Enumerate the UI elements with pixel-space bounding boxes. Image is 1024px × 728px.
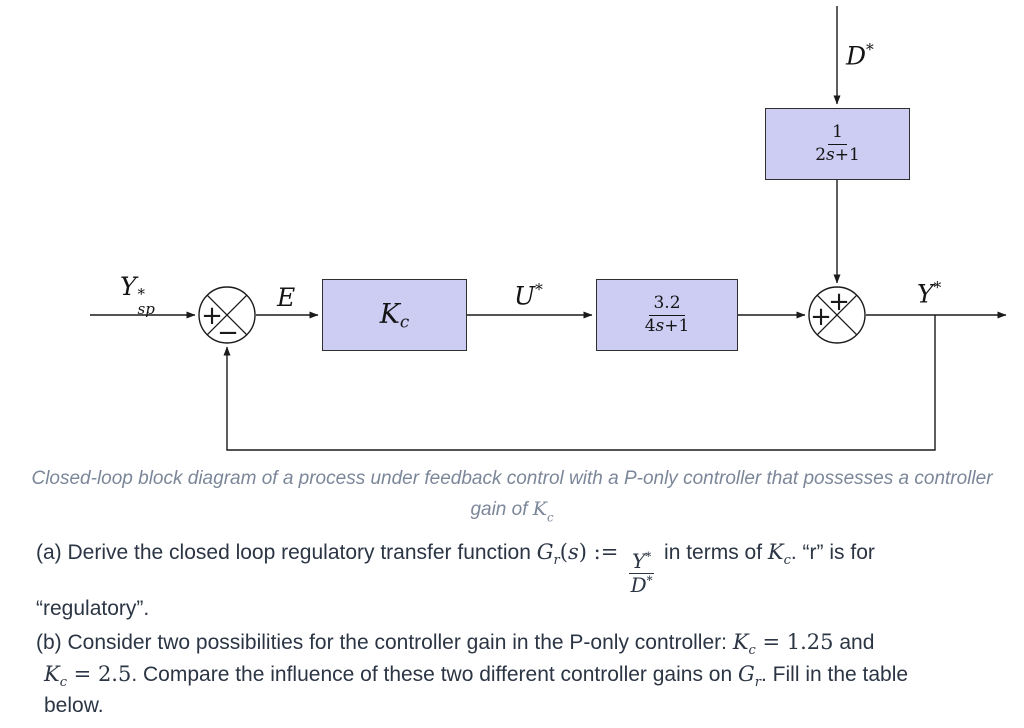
setpoint-sub: sp: [137, 300, 155, 319]
kc-math: Kc: [767, 540, 791, 568]
part-b-line-2: Kc = 2.5. Compare the influence of these…: [44, 662, 1004, 690]
k2-value: = 2.5: [67, 662, 132, 686]
kc-1-25-math: Kc = 1.25: [732, 630, 834, 658]
output-signal-label: Y*: [917, 279, 941, 308]
fraction-denominator: 2s+1: [813, 145, 862, 165]
control-signal-label: U*: [514, 281, 543, 310]
open-paren: (: [559, 540, 568, 564]
setpoint-signal-label: Y*sp: [120, 272, 155, 317]
caption-line-1: Closed-loop block diagram of a process u…: [31, 468, 993, 489]
junction-1-plus-sign: +: [201, 301, 223, 331]
k-base: K: [767, 540, 784, 564]
controller-sub: c: [399, 311, 410, 332]
fraction-numerator: 1: [828, 123, 847, 145]
den-var: s: [655, 315, 665, 336]
caption-line2-text: gain of: [470, 499, 533, 520]
disturbance-transfer-function-block: 1 2s+1: [765, 108, 910, 180]
close-paren: ): [578, 540, 587, 564]
process-transfer-function: 3.2 4s+1: [643, 294, 692, 335]
den-coef: 4: [644, 315, 656, 336]
ystar-over-dstar-fraction: Y*D*: [628, 549, 655, 596]
disturbance-transfer-function: 1 2s+1: [813, 123, 862, 164]
part-b-text-2: and: [833, 631, 875, 654]
setpoint-base: Y: [120, 272, 137, 301]
den-rest: +1: [664, 315, 690, 336]
junction-2-left-plus-sign: +: [810, 302, 832, 332]
num-base: Y: [631, 549, 646, 574]
output-sup: *: [933, 279, 942, 297]
k-sub: c: [783, 553, 791, 569]
part-b-text-1: (b) Consider two possibilities for the c…: [36, 631, 733, 654]
caption-line-2: gain of Kc: [0, 494, 1024, 533]
num-sup: *: [645, 549, 652, 564]
disturbance-sup: *: [866, 41, 874, 59]
junction-1-cross: [206, 294, 248, 336]
controller-gain-label: Kc: [380, 299, 410, 331]
k1-value: = 1.25: [755, 630, 834, 654]
caption-kc-base: K: [532, 498, 547, 520]
den-rest: +1: [834, 144, 860, 165]
g2-sub: r: [754, 675, 761, 691]
junction-2-cross: [816, 294, 858, 336]
fraction-numerator: Y*: [628, 549, 655, 575]
k2-sub: c: [59, 675, 67, 691]
part-a-text-1: (a) Derive the closed loop regulatory tr…: [36, 541, 537, 564]
output-base: Y: [917, 279, 934, 309]
gr-math: Gr: [737, 662, 761, 690]
den-base: D: [630, 573, 647, 598]
part-a-text-3: . “r” is for: [790, 541, 875, 564]
controller-base: K: [379, 298, 400, 330]
part-a-line-1: (a) Derive the closed loop regulatory tr…: [36, 540, 996, 596]
disturbance-base: D: [846, 41, 867, 71]
junction-1-minus-sign: −: [217, 318, 239, 348]
disturbance-signal-label: D*: [846, 41, 874, 70]
s-var: s: [567, 540, 579, 564]
error-signal-label: E: [277, 283, 296, 312]
part-b-text-3: . Compare the influence of these two dif…: [131, 663, 738, 686]
den-coef: 2: [815, 144, 827, 165]
block-diagram: + − + + 1 2s+1 Kc 3.2 4s+1 Y*sp E U*: [90, 6, 1007, 451]
control-sup: *: [535, 281, 543, 299]
part-a-text-2: in terms of: [658, 541, 768, 564]
setpoint-sup: *: [137, 285, 146, 304]
part-a-line-2: “regulatory”.: [36, 597, 150, 620]
part-b-line-1: (b) Consider two possibilities for the c…: [36, 630, 996, 658]
kc-2-5-math: Kc = 2.5: [44, 662, 132, 690]
gr-function-math: Gr(s) :=: [536, 540, 625, 568]
fraction-numerator: 3.2: [649, 294, 685, 316]
fraction-denominator: D*: [631, 574, 653, 596]
k1-sub: c: [748, 643, 756, 659]
part-b-line-3: below.: [44, 694, 104, 717]
k2-base: K: [44, 662, 60, 686]
control-base: U: [514, 281, 536, 311]
caption-kc-sub: c: [546, 510, 554, 525]
controller-gain-block: Kc: [322, 279, 467, 351]
process-transfer-function-block: 3.2 4s+1: [596, 279, 738, 351]
part-b-text-4: . Fill in the table: [761, 663, 909, 686]
figure-caption: Closed-loop block diagram of a process u…: [0, 464, 1024, 533]
g-base: G: [536, 540, 554, 564]
fraction-denominator: 4s+1: [643, 316, 692, 336]
caption-kc-math: Kc: [532, 498, 554, 525]
k1-base: K: [732, 630, 749, 654]
g-sub: r: [553, 553, 560, 569]
feedback-line: [223, 315, 936, 451]
assign-symbol: :=: [586, 540, 625, 564]
den-var: s: [826, 144, 835, 165]
diagram-lines: + − + +: [90, 6, 1007, 451]
g2-base: G: [737, 662, 755, 686]
den-sup: *: [646, 573, 653, 588]
junction-2-top-plus-sign: +: [828, 287, 850, 317]
